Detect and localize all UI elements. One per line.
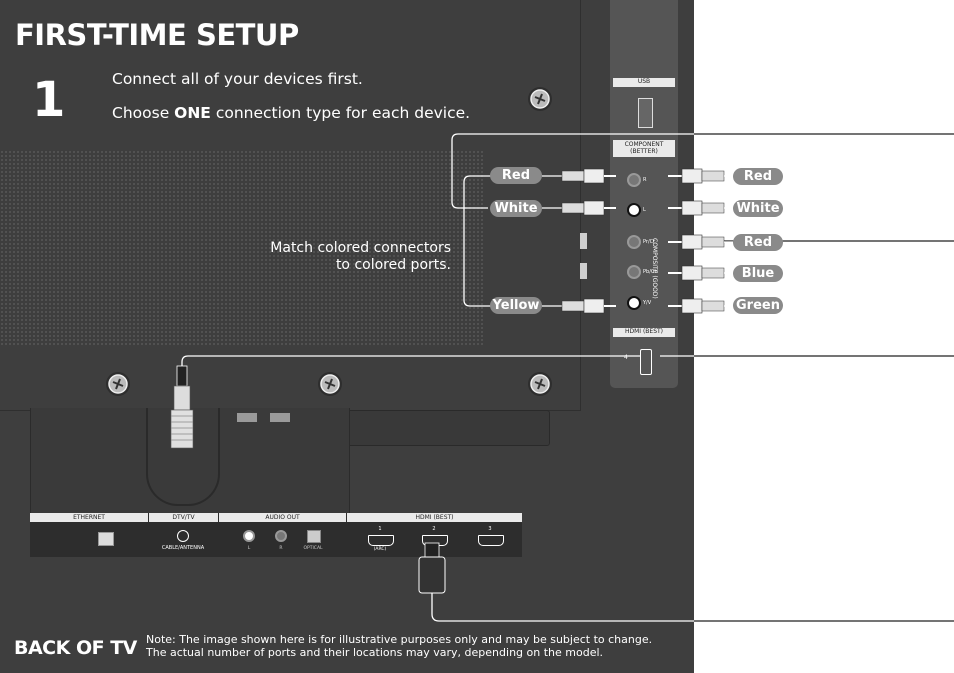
component-plug-3: [668, 265, 733, 281]
component-tag-4: Green: [733, 297, 783, 314]
screw-2: [318, 372, 342, 396]
component-tag-1: White: [733, 200, 783, 217]
component-tag-2: Red: [733, 234, 783, 251]
composite-bracket: [463, 175, 514, 307]
match-instruction: Match colored connectors to colored port…: [200, 240, 451, 274]
page-title: FIRST-TIME SETUP: [15, 18, 299, 52]
bottom-hdmi-line: [431, 590, 954, 622]
ethernet-port: [98, 532, 114, 546]
hdmi-number-0: 1: [378, 526, 382, 532]
usb-port: [638, 98, 653, 128]
instruction-choose-post: connection type for each device.: [210, 104, 471, 122]
side-port-circle-2: [627, 235, 641, 249]
hdmi-arc-label: (ARC): [373, 547, 387, 552]
audio-jack-top-2: [270, 413, 290, 422]
audio-jack-top-1: [237, 413, 257, 422]
note-line-1: Note: The image shown here is for illust…: [146, 633, 653, 646]
side-hdmi-port: [640, 349, 652, 375]
composite-tag-1: White: [490, 200, 542, 217]
bottom-section-header-3: HDMI (BEST): [347, 513, 522, 522]
side-port-label-2: Pr/Cr: [643, 239, 656, 245]
note-line-2: The actual number of ports and their loc…: [146, 646, 604, 659]
coax-cable: [170, 365, 194, 449]
tv-back-panel: [0, 0, 694, 673]
audio-label-0: L: [247, 546, 251, 551]
side-port-label-1: L: [643, 207, 646, 213]
component-plug-0: [668, 168, 733, 184]
component-header: COMPONENT (BETTER): [613, 140, 675, 157]
left-jack-2: [580, 263, 587, 279]
hdmi-port-0: [368, 535, 394, 546]
left-jack-1: [580, 233, 587, 249]
speaker-grille-pattern: [0, 150, 485, 345]
hdmi-number-2: 3: [488, 526, 492, 532]
bottom-section-header-2: AUDIO OUT: [219, 513, 346, 522]
side-port-label-4: Y/V: [643, 300, 652, 306]
side-port-circle-4: [627, 296, 641, 310]
side-port-circle-3: [627, 265, 641, 279]
instruction-choose-bold: ONE: [174, 104, 211, 122]
bottom-section-header-0: ETHERNET: [30, 513, 148, 522]
side-port-panel: USB COMPONENT (BETTER) HDMI (BEST) 4: [610, 0, 678, 388]
composite-to-callout: [451, 133, 954, 209]
match-line-1: Match colored connectors: [270, 240, 451, 256]
instruction-choose-pre: Choose: [112, 104, 175, 122]
match-line-2: to colored ports.: [335, 257, 451, 273]
audio-label-2: OPTICAL: [303, 546, 323, 551]
screw-1: [106, 372, 130, 396]
composite-tag-2: Yellow: [490, 297, 542, 314]
audio-port-0: [243, 530, 255, 542]
composite-tag-0: Red: [490, 167, 542, 184]
instruction-choose: Choose ONE connection type for each devi…: [112, 104, 470, 122]
instruction-connect: Connect all of your devices first.: [112, 70, 363, 88]
screw-0: [528, 87, 552, 111]
antenna-line: [181, 355, 640, 370]
disclaimer-note: Note: The image shown here is for illust…: [146, 633, 652, 659]
composite-plug-0: [542, 168, 616, 184]
component-plug-2: [668, 234, 733, 250]
antenna-cable-loop: [146, 408, 220, 506]
bottom-hdmi-cable: [418, 542, 446, 594]
component-sub-label: (BETTER): [630, 148, 658, 155]
step-number: 1: [32, 72, 66, 128]
audio-port-2: [307, 530, 321, 543]
side-port-label-3: Pb/Cb: [643, 269, 658, 275]
component-plug-1: [668, 200, 733, 216]
screw-3: [528, 372, 552, 396]
hdmi-number-1: 2: [432, 526, 436, 532]
component-label: COMPONENT: [624, 141, 664, 148]
component-tag-3: Blue: [733, 265, 783, 282]
back-of-tv-label: BACK OF TV: [14, 637, 137, 659]
composite-plug-2: [542, 298, 616, 314]
audio-port-1: [275, 530, 287, 542]
hdmi-port-2: [478, 535, 504, 546]
bottom-section-header-1: DTV/TV: [149, 513, 218, 522]
side-hdmi-number: 4: [624, 354, 628, 361]
side-hdmi-label: HDMI (BEST): [613, 328, 675, 337]
side-port-circle-0: [627, 173, 641, 187]
component-tag-0: Red: [733, 168, 783, 185]
audio-label-1: R: [279, 546, 283, 551]
usb-label: USB: [613, 78, 675, 87]
component-plug-4: [668, 298, 733, 314]
composite-plug-1: [542, 200, 616, 216]
side-port-label-0: R: [643, 177, 647, 183]
side-port-circle-1: [627, 203, 641, 217]
coax-port: [177, 530, 189, 542]
cable-antenna-label: CABLE/ANTENNA: [161, 545, 205, 551]
